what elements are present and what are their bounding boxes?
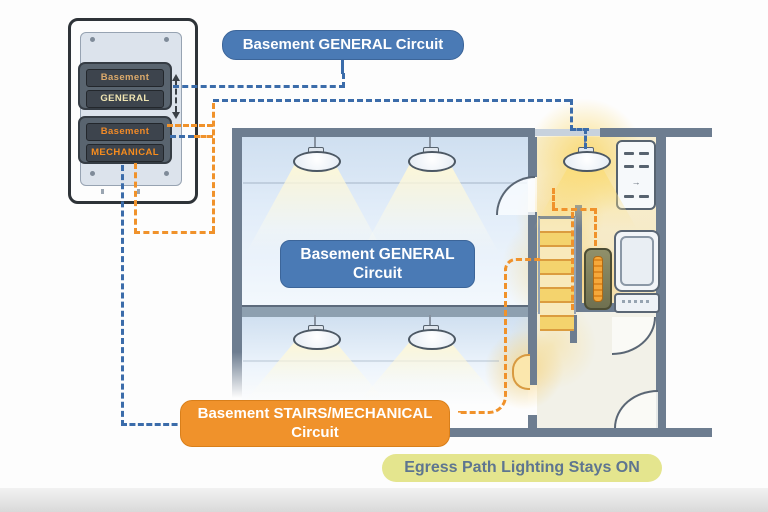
wall-right [656,128,666,437]
wall-stub-top-right [666,128,712,137]
stair-tread [540,303,574,317]
swap-arrow-down [172,112,180,119]
stair-tread [540,317,574,331]
light-stem [314,137,316,149]
screw-icon [90,171,95,176]
light-bowl [408,329,456,350]
general-line-mech-stub [170,135,194,138]
general-line-breaker-corner [173,73,345,88]
stairs-line-row-stub-1 [167,124,213,127]
wall-left-fade [232,352,242,398]
general-line-top [213,99,570,102]
stairs-line-right-top-corner [504,258,541,271]
stairs-line-row-stub-2 [194,135,213,138]
general-line-callout-stem [341,58,344,74]
screw-icon [90,37,95,42]
wall-stairhall-upper [528,137,537,177]
light-bowl [293,151,341,172]
stair-tread [540,261,574,275]
breaker-label-basement-1: Basement [86,69,164,87]
breaker-general: Basement GENERAL [78,62,172,110]
stair-tread [540,233,574,247]
wall-stairhall-lower [528,415,537,428]
general-line-to-light [584,128,587,149]
stairs-line-u-loop [134,163,215,234]
stairs-line-heater-drop [594,208,597,246]
wall-divider [242,305,528,317]
wall-left [232,137,242,352]
appliance-inner [620,236,654,286]
breaker-mechanical: Basement MECHANICAL [78,116,172,164]
general-line-left-L [121,165,186,426]
callout-general-top: Basement GENERAL Circuit [222,30,464,60]
subpanel-icon: → [616,140,656,210]
breaker-label-basement-2: Basement [86,123,164,141]
light-stem [429,137,431,149]
swap-arrow-up [172,74,180,81]
wall-bottom [448,428,656,437]
heater-element-icon [593,256,603,302]
screw-icon [101,189,104,194]
breaker-bars-icon [618,152,654,156]
wall-top-left [232,128,535,137]
appliance-icon [614,230,660,292]
light-bowl [293,329,341,350]
callout-stairs-line1: Basement STAIRS/MECHANICAL [197,404,433,422]
stairs-line-landing-stub [552,188,555,208]
breaker-bars-icon [618,194,654,198]
stair-tread [540,275,574,289]
wall-stub-bottom-right [666,428,712,437]
wall-stairhall-mid [528,212,537,385]
stair-tread [540,289,574,303]
swap-arrow-icon [175,80,177,112]
breaker-label-general: GENERAL [86,90,164,108]
general-line-drop-corner [570,99,589,131]
light-bowl [408,151,456,172]
control-strip-marks [622,300,652,303]
callout-general-room-line2: Circuit [352,265,403,282]
egress-pill: Egress Path Lighting Stays ON [382,454,662,482]
callout-general-top-label: Basement GENERAL Circuit [242,35,444,53]
wall-guide-line [243,182,527,184]
stair-tread [540,219,574,233]
light-bowl [563,151,611,172]
breaker-switch-icon: → [631,176,641,187]
bottom-band [0,488,768,512]
screw-icon [137,189,140,194]
callout-general-room-line1: Basement GENERAL [300,245,455,263]
screw-icon [164,37,169,42]
light-stem [314,315,316,327]
stairs-line-vertical [212,103,215,232]
control-strip-icon [614,293,660,313]
egress-pill-label: Egress Path Lighting Stays ON [404,459,640,476]
wall-top-gap [535,129,600,136]
breaker-bars-icon [618,165,654,169]
stair-tread [540,247,574,261]
screw-icon [164,171,169,176]
stairs-line-right-L [458,268,507,414]
stairs-line-stair-cross [552,208,596,211]
callout-stairs-mechanical: Basement STAIRS/MECHANICAL Circuit [180,400,450,447]
water-heater-icon [584,248,612,310]
callout-stairs-line2: Circuit [291,423,339,441]
callout-general-room: Basement GENERAL Circuit [280,240,475,288]
wall-stairs-mech [575,205,582,312]
light-stem [429,315,431,327]
stairs-line-stair-wire [571,212,574,310]
breaker-label-mechanical: MECHANICAL [86,144,164,162]
